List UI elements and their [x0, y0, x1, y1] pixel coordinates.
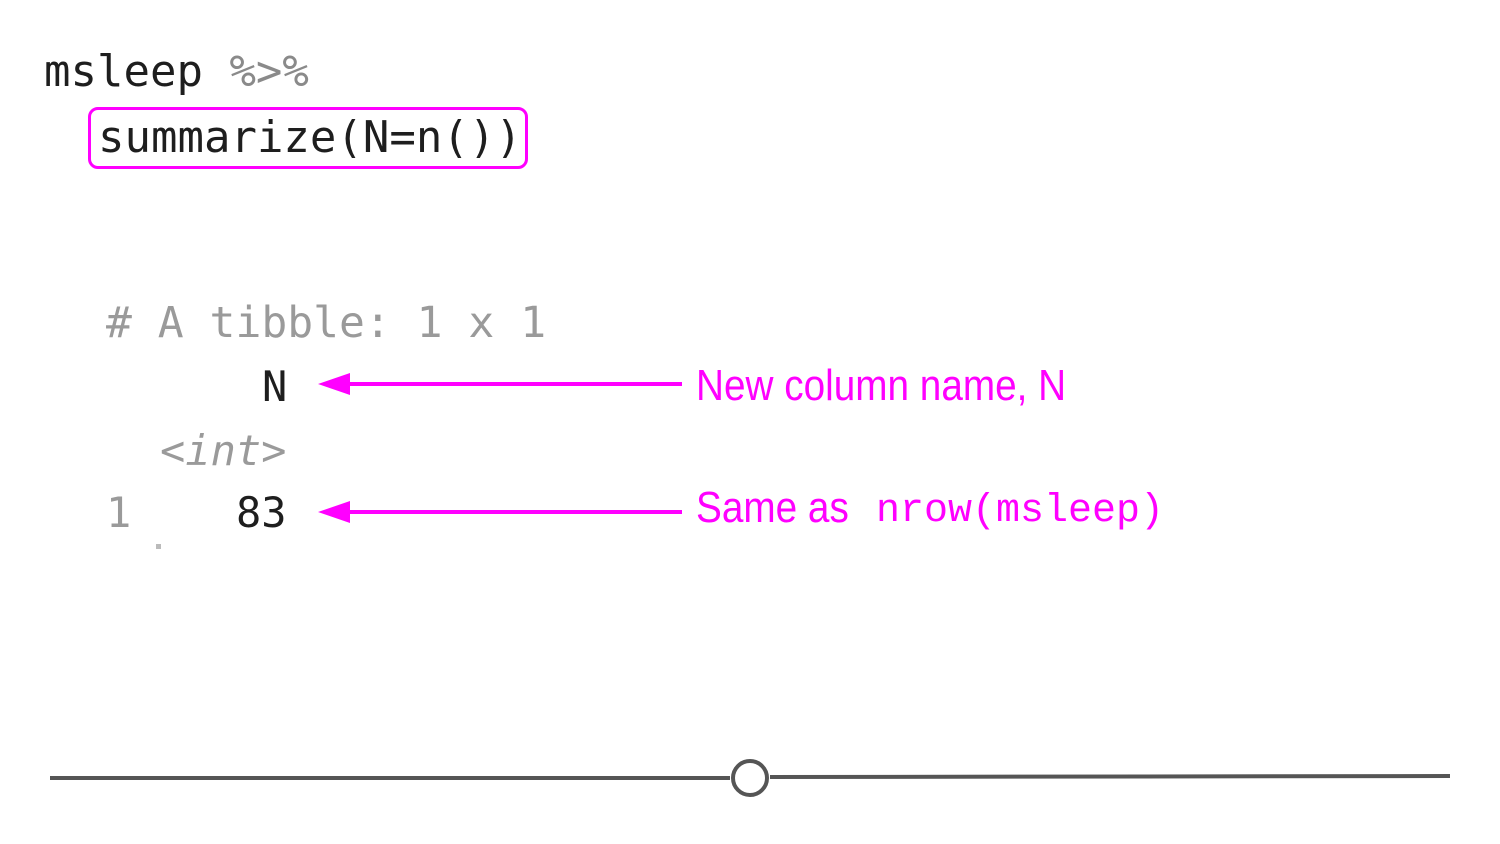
- tibble-header: # A tibble: 1 x 1: [106, 298, 547, 348]
- code-line-1: msleep %>%: [44, 50, 309, 94]
- code-pipe-operator: %>%: [229, 46, 309, 97]
- progress-slider[interactable]: [50, 759, 1451, 797]
- column-type: <int>: [160, 426, 287, 475]
- arrow-head: [318, 373, 350, 395]
- column-name: N: [262, 362, 288, 411]
- annotation-row-value: Same as: [696, 483, 860, 532]
- row-value: 83: [236, 488, 287, 537]
- arrow-row-value: [318, 501, 682, 523]
- annotation-column-name: New column name, N: [696, 361, 1067, 410]
- arrow-column-name: [318, 373, 682, 395]
- highlight-box: [88, 107, 528, 169]
- arrow-head: [318, 501, 350, 523]
- slider-handle[interactable]: [731, 759, 769, 797]
- code-dataset-name: msleep: [44, 46, 230, 97]
- slider-track-right: [769, 774, 1451, 779]
- output-cursor-mark: [156, 544, 161, 549]
- row-index: 1: [106, 488, 132, 537]
- annotation-row-value-code: nrow(msleep): [876, 489, 1165, 534]
- code-line-2: summarize(N=n()): [98, 112, 522, 163]
